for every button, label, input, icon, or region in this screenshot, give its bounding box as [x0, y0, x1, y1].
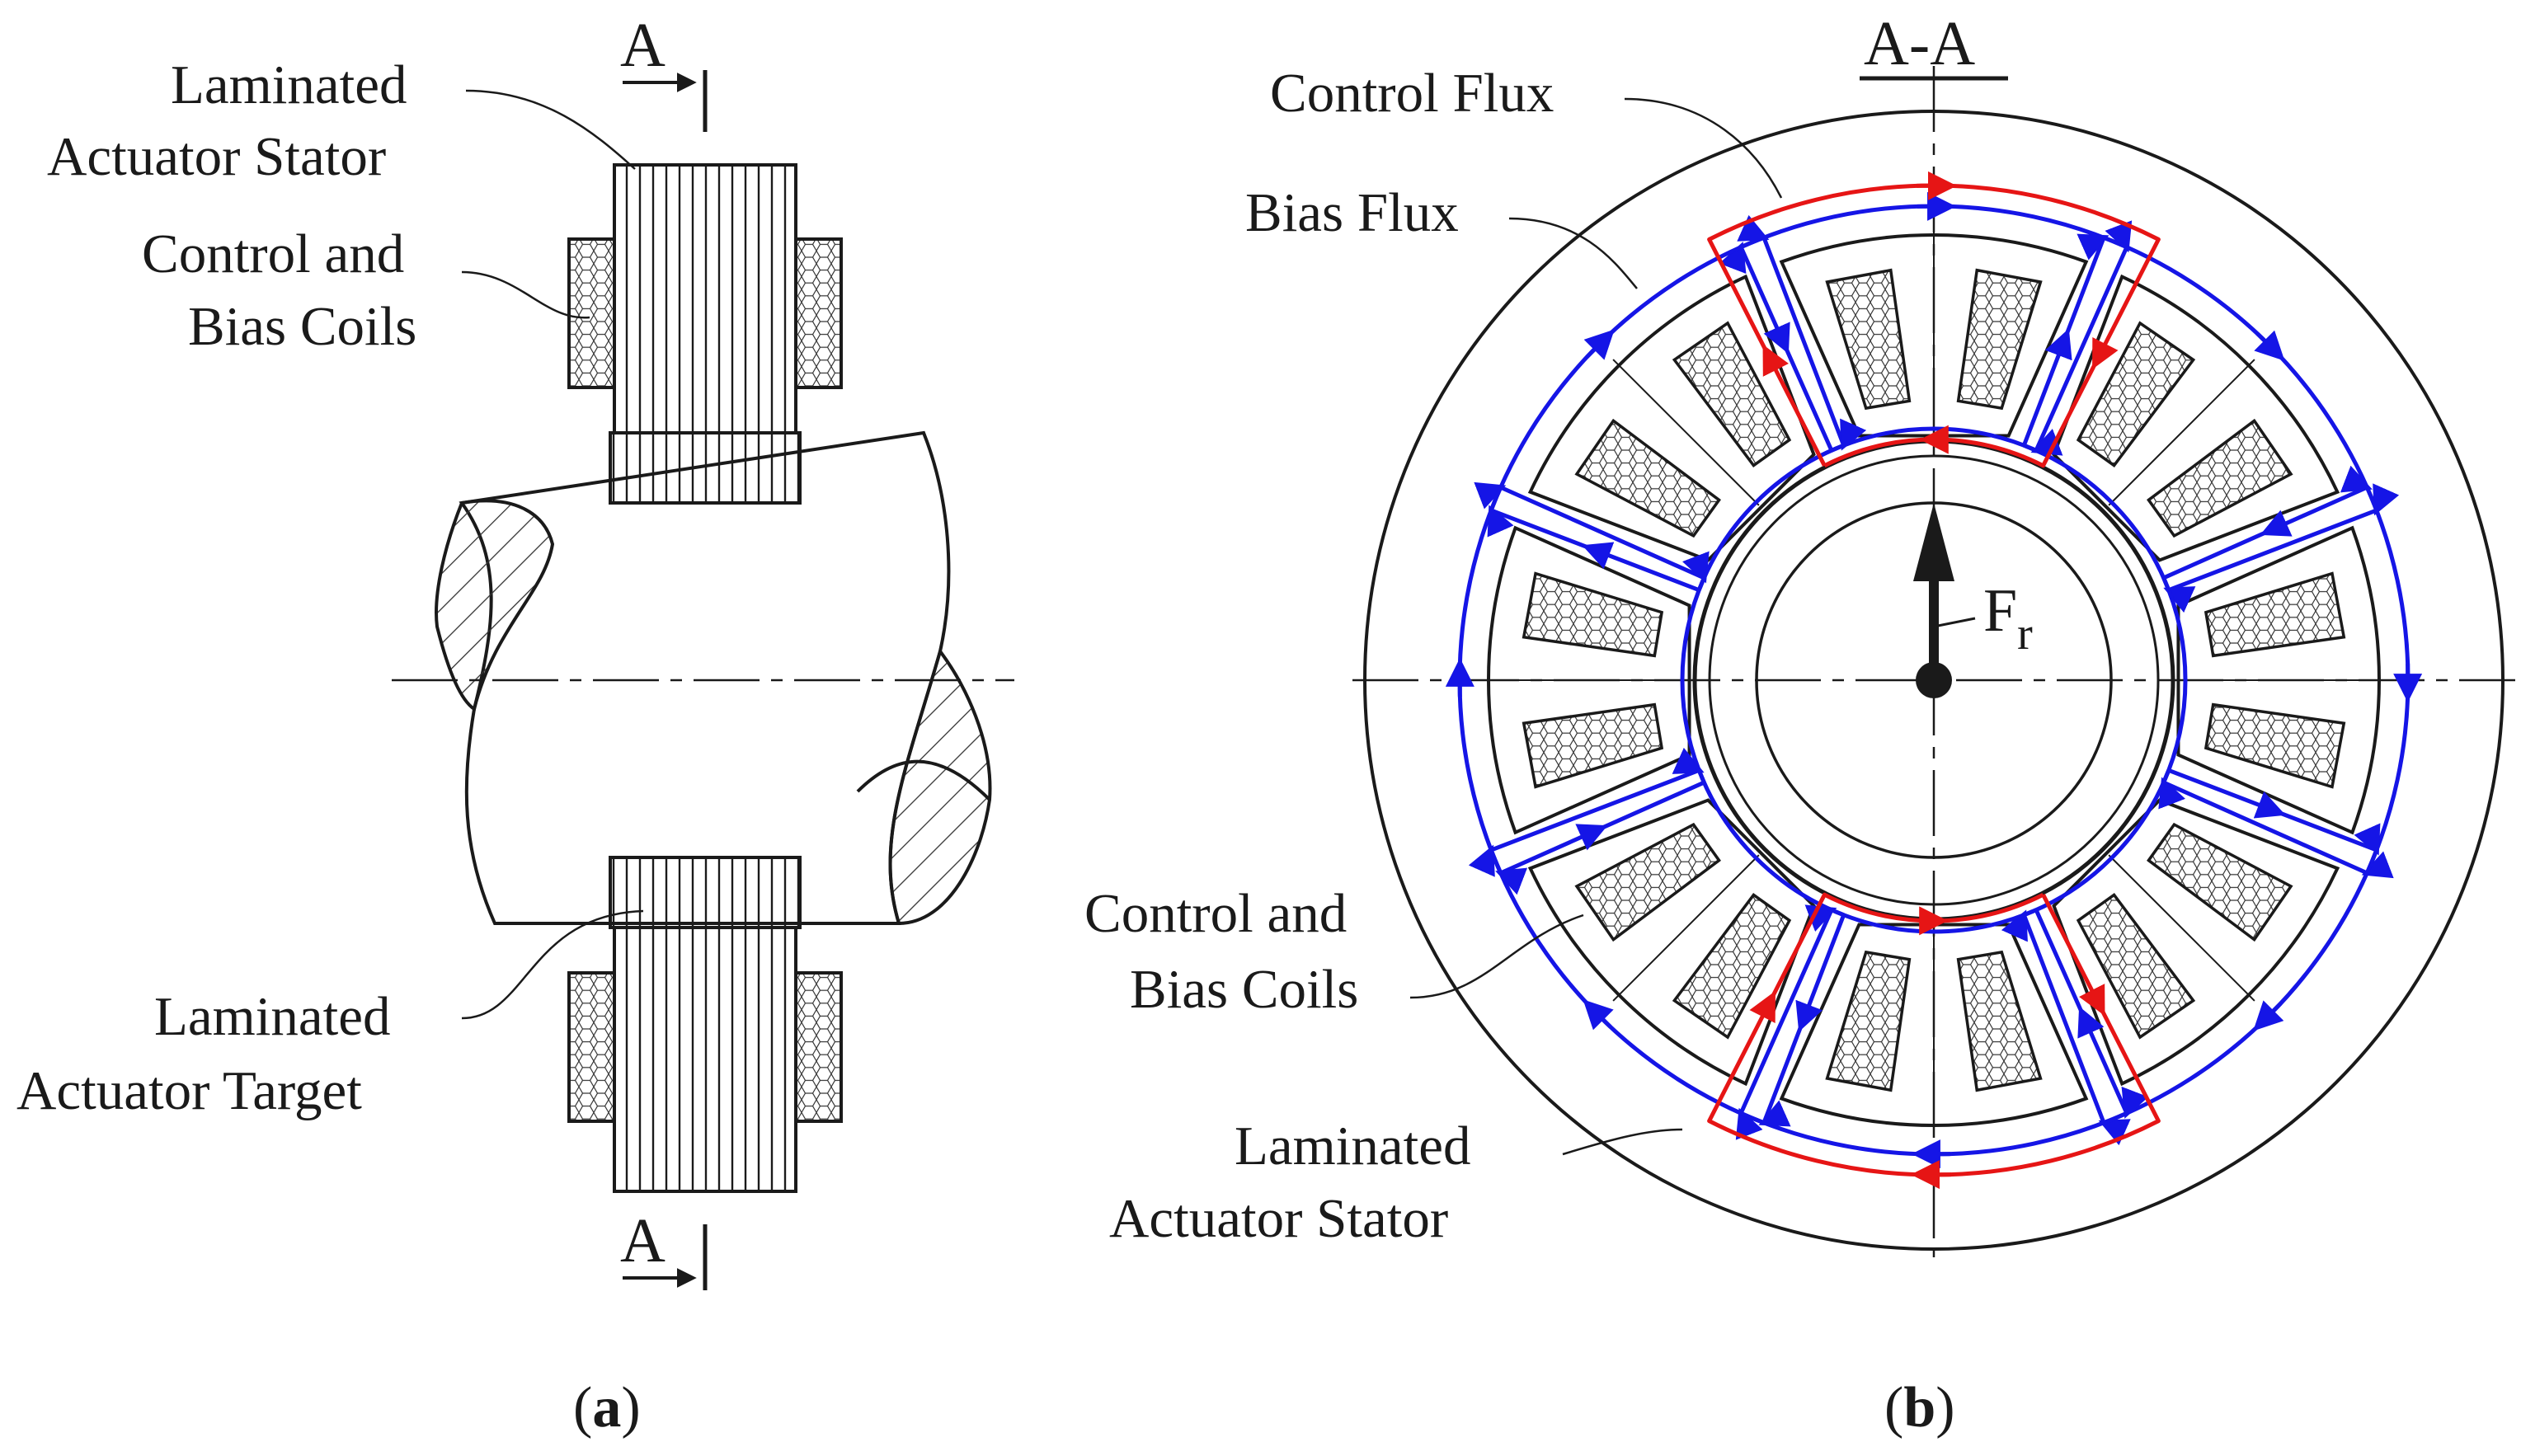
panel-b: Fr A-A Control Flux Bias Flux Control an…: [1084, 9, 2515, 1440]
caption-b-letter: b: [1903, 1376, 1935, 1440]
actuator-target-bottom: [609, 856, 802, 929]
bias-flux-arrow: [1795, 999, 1823, 1032]
rotor-inner-circle: [1708, 454, 2160, 906]
control-flux-arrow: [2092, 336, 2119, 370]
leader-target-a: [461, 909, 644, 1020]
bias-flux-arrow: [2253, 791, 2286, 819]
control-flux-loop: [1707, 183, 2161, 468]
control-flux-paths: [1707, 171, 2161, 1190]
bias-flux-arrow: [2254, 330, 2285, 361]
bias-flux-arrow: [2077, 1006, 2105, 1039]
label-stator-b-line1: Laminated: [1235, 1115, 1470, 1177]
bias-flux-arrow: [2253, 1000, 2284, 1031]
bias-flux-arrow: [1763, 322, 1790, 355]
force-symbol: F: [1983, 577, 2017, 645]
coil-block: [1522, 571, 1664, 658]
caption-a-letter: a: [592, 1376, 621, 1440]
bias-flux-loop: [1735, 904, 2149, 1157]
stator-outer-circle: [1363, 110, 2505, 1251]
bias-flux-loop: [2158, 465, 2410, 879]
bias-flux-arrow: [2044, 328, 2072, 361]
caption-a-close: ): [621, 1376, 640, 1440]
coil-top-left: [567, 237, 616, 389]
control-flux-arrow: [2078, 984, 2105, 1017]
coil-block: [1825, 950, 1912, 1092]
shaft-break-right: [888, 647, 992, 926]
coil-block: [1956, 950, 2043, 1092]
coil-top-right: [794, 237, 843, 389]
caption-b-open: (: [1884, 1376, 1903, 1440]
shaft: [392, 430, 1014, 926]
leader-stator-a: [465, 89, 636, 170]
label-coils-b-line1: Control and: [1084, 883, 1347, 944]
control-flux-loop: [1707, 892, 2161, 1177]
actuator-stator-bottom: [613, 926, 797, 1193]
control-flux-arrow: [1749, 990, 1776, 1024]
coil-block: [2204, 702, 2346, 789]
bias-flux-loop: [1487, 214, 1867, 593]
section-marker-bottom-label: A: [620, 1206, 666, 1275]
actuator-target-top: [609, 431, 802, 505]
caption-a: (a): [573, 1376, 641, 1440]
panel-a: A A Laminated Actuator Stator Control an…: [16, 11, 1014, 1440]
leader-stator-b: [1562, 1128, 1683, 1156]
bias-flux-paths: [1445, 191, 2423, 1169]
shaft-body: [459, 430, 951, 925]
label-coils-a-line2: Bias Coils: [188, 296, 416, 357]
leader-bias-flux: [1508, 217, 1638, 289]
coil-block: [2204, 571, 2346, 658]
section-title: A-A: [1864, 9, 1975, 78]
leader-control-flux: [1624, 97, 1783, 199]
section-marker-top-label: A: [620, 11, 666, 80]
leader-coils-a: [461, 270, 590, 319]
label-control-flux: Control Flux: [1270, 63, 1554, 124]
coil-bottom-right: [794, 971, 843, 1123]
label-stator-b-line2: Actuator Stator: [1109, 1188, 1448, 1249]
force-label: Fr: [1983, 577, 2033, 660]
force-arrow: Fr: [1913, 503, 2033, 698]
section-marker-bottom: A: [620, 1206, 708, 1290]
label-stator-a-line1: Laminated: [171, 54, 407, 115]
section-marker-top: A: [620, 11, 708, 132]
label-coils-b-line2: Bias Coils: [1130, 959, 1358, 1020]
label-bias-flux: Bias Flux: [1245, 182, 1459, 243]
bias-flux-loop: [1457, 481, 1710, 895]
actuator-stator-top: [613, 163, 797, 434]
leader-coils-b: [1409, 914, 1584, 999]
label-target-a-line2: Actuator Target: [16, 1060, 362, 1121]
bias-flux-arrow: [1575, 824, 1608, 851]
coil-bottom-left: [567, 971, 616, 1123]
shaft-break-left: [435, 499, 555, 712]
caption-a-open: (: [573, 1376, 592, 1440]
bias-flux-arrow: [1582, 542, 1615, 570]
caption-b-close: ): [1935, 1376, 1954, 1440]
shaft-break-curve: [856, 759, 991, 801]
coil-block: [1956, 268, 2043, 411]
coil-block: [1522, 702, 1664, 789]
label-stator-a-line2: Actuator Stator: [47, 126, 386, 187]
label-target-a-line1: Laminated: [154, 986, 390, 1047]
bias-flux-arrow: [1583, 329, 1615, 360]
control-flux-arrow: [1762, 344, 1790, 377]
bias-flux-arrow: [1583, 999, 1614, 1031]
caption-b: (b): [1884, 1376, 1955, 1440]
coil-block: [1825, 268, 1912, 411]
force-subscript: r: [2017, 608, 2033, 660]
bias-flux-arrow: [2260, 510, 2293, 537]
label-coils-a-line1: Control and: [142, 223, 404, 284]
